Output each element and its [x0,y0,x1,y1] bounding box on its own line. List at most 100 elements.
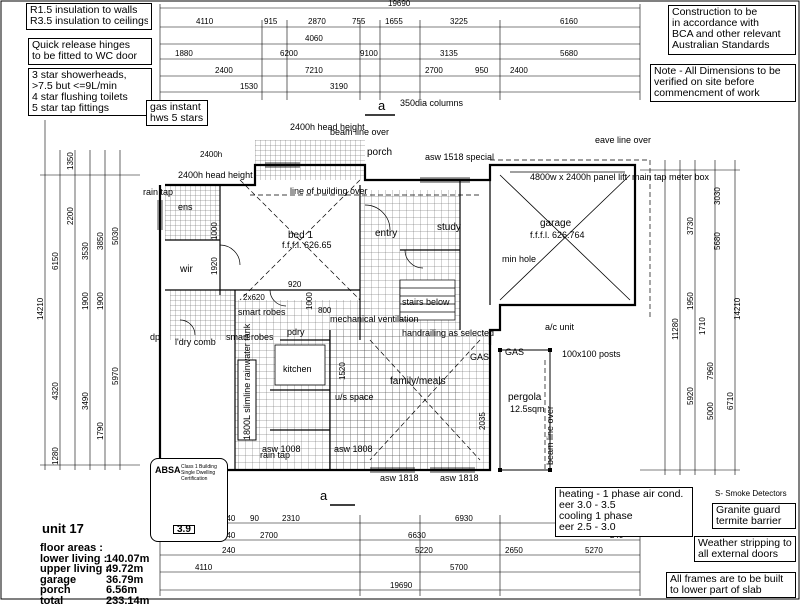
dim-left-13: 1790 [96,422,105,440]
note-fixtures-line-2: >7.5 but <=9L/min [32,81,117,92]
dim-inner-5: 2035 [478,412,487,430]
label-rainwater-tank: 1800L slimline rainwater tank [242,323,252,440]
internal-walls [165,180,491,470]
note-gas-line-1: gas instant [150,102,201,113]
note-weather-line-1: Weather stripping to [698,538,792,549]
label-handrailing: handrailing as selected [402,328,494,338]
floor-area-key: upper living : [40,563,110,575]
dim-bottom-5: 2650 [505,546,523,555]
dim-left-7: 1900 [81,292,90,310]
dim-bottom-2: 2700 [260,531,278,540]
tiled-porch [255,140,365,180]
label-gas-1: GAS [470,352,489,362]
dim-top-1: 4110 [196,17,214,26]
floor-area-row: lower living : 140.07m [40,552,160,565]
dim-right-8: 5000 [706,402,715,420]
dim-bottom-1: 6930 [455,514,473,523]
dashed-building-lines [239,159,651,470]
dim-left-9: 1900 [96,292,105,310]
note-frames-line-2: to lower part of slab [670,585,762,596]
dim-left-10: 5030 [111,227,120,245]
note-insulation: R1.5 insulation to walls R3.5 insulation… [26,3,152,30]
label-panel-lift: 4800w x 2400h panel lift [530,172,628,182]
floor-area-row: porch 6.56m [40,585,160,596]
dim-top-3: 2870 [308,17,326,26]
floor-area-key: porch [40,584,71,596]
label-smart-robes-2: smart robes [226,332,274,342]
bottom-dimension-lines [159,515,641,596]
room-pergola-area: 12.5sqm [510,404,545,414]
section-a-bottom: a [320,488,328,503]
label-beam-line-vertical: beam line over [545,406,555,465]
dim-right-7: 6710 [726,392,735,410]
label-stairs-below: stairs below [402,297,450,307]
room-garage: garage [540,218,572,229]
room-entry: entry [375,228,397,239]
label-columns: 350dia columns [400,98,464,108]
section-a-top: a [378,98,386,113]
note-fixtures: 3 star showerheads, >7.5 but <=9L/min 4 … [28,68,152,116]
external-walls [158,163,637,472]
dim-top-5: 1655 [385,17,403,26]
note-gas-line-2: hws 5 stars [150,113,204,124]
dim-top-12: 3135 [440,49,458,58]
dim-inner-7: 800 [318,306,332,315]
dim-bottom-0: 2310 [282,514,300,523]
dim-top-14: 2400 [215,66,233,75]
note-heating-line-4: eer 2.5 - 3.0 [559,522,616,533]
note-fixtures-line-1: 3 star showerheads, [32,70,127,81]
note-construction-line-1: Construction to be [672,7,758,18]
label-asw-special: asw 1518 special [425,152,494,162]
note-weather-line-2: all external doors [698,549,778,560]
room-bed: bed 1 [288,230,313,241]
label-gas-2: GAS [505,347,524,357]
room-family: family/meals [390,376,446,387]
garage-roof-lines [499,171,631,301]
note-heating-line-2: eer 3.0 - 3.5 [559,500,616,511]
note-hinges-line-1: Quick release hinges [32,40,131,51]
room-garage-ffl: f.f.f.l. 626.764 [530,230,585,240]
kitchen-bench [274,344,326,386]
label-asw-1818-a: asw 1818 [380,473,419,483]
note-smoke-text: S- Smoke Detectors [715,489,787,498]
floor-area-value: 49.72m [106,563,144,575]
dim-top-2: 915 [264,17,278,26]
label-line-of-building: line of building over [290,186,368,196]
note-gas-hws: gas instant hws 5 stars [146,100,208,126]
dim-bottom-10: 240 [222,514,236,523]
dim-bottom-4: 5220 [415,546,433,555]
label-rain-tap: rain tap [143,187,173,197]
note-hinges: Quick release hinges to be fitted to WC … [28,38,152,65]
dim-top-18: 2400 [510,66,528,75]
note-frames-line-1: All frames are to be built [670,574,784,585]
floor-areas-heading-row: floor areas : [40,543,160,554]
dim-top-16: 2700 [425,66,443,75]
floor-area-row: total 233.14m [40,595,160,607]
note-dimensions: Note - All Dimensions to be verified on … [650,64,796,102]
note-construction-line-2: in accordance with [672,18,759,29]
dim-left-3: 1280 [51,447,60,465]
label-mech-vent: mechanical ventilation [330,314,419,324]
room-bed-ffl: f.f.f.l. 626.65 [282,240,332,250]
floor-areas-heading: floor areas : [40,542,103,554]
dim-left-6: 3530 [81,242,90,260]
rainwater-tank [237,359,257,441]
floor-area-value: 140.07m [106,552,150,565]
tiled-ensuite [165,185,220,240]
note-heating-line-1: heating - 1 phase air cond. [559,489,684,500]
annotation-labels: line of building over beam line over eav… [143,98,710,503]
top-dimension-lines [159,4,641,100]
badge-rating: 3.9 [173,525,195,535]
dim-right-3: 3730 [686,217,695,235]
note-insulation-line-2: R3.5 insulation to ceilings [30,16,148,27]
windows [157,162,475,473]
label-posts: 100x100 posts [562,349,621,359]
dim-left-11: 5970 [111,367,120,385]
badge-logo: ABSA [155,465,181,475]
label-asw-1818-b: asw 1818 [440,473,479,483]
label-downpipe: dp [150,332,160,342]
floor-area-row: upper living : 49.72m [40,564,160,575]
dim-left-4: 1350 [66,152,75,170]
